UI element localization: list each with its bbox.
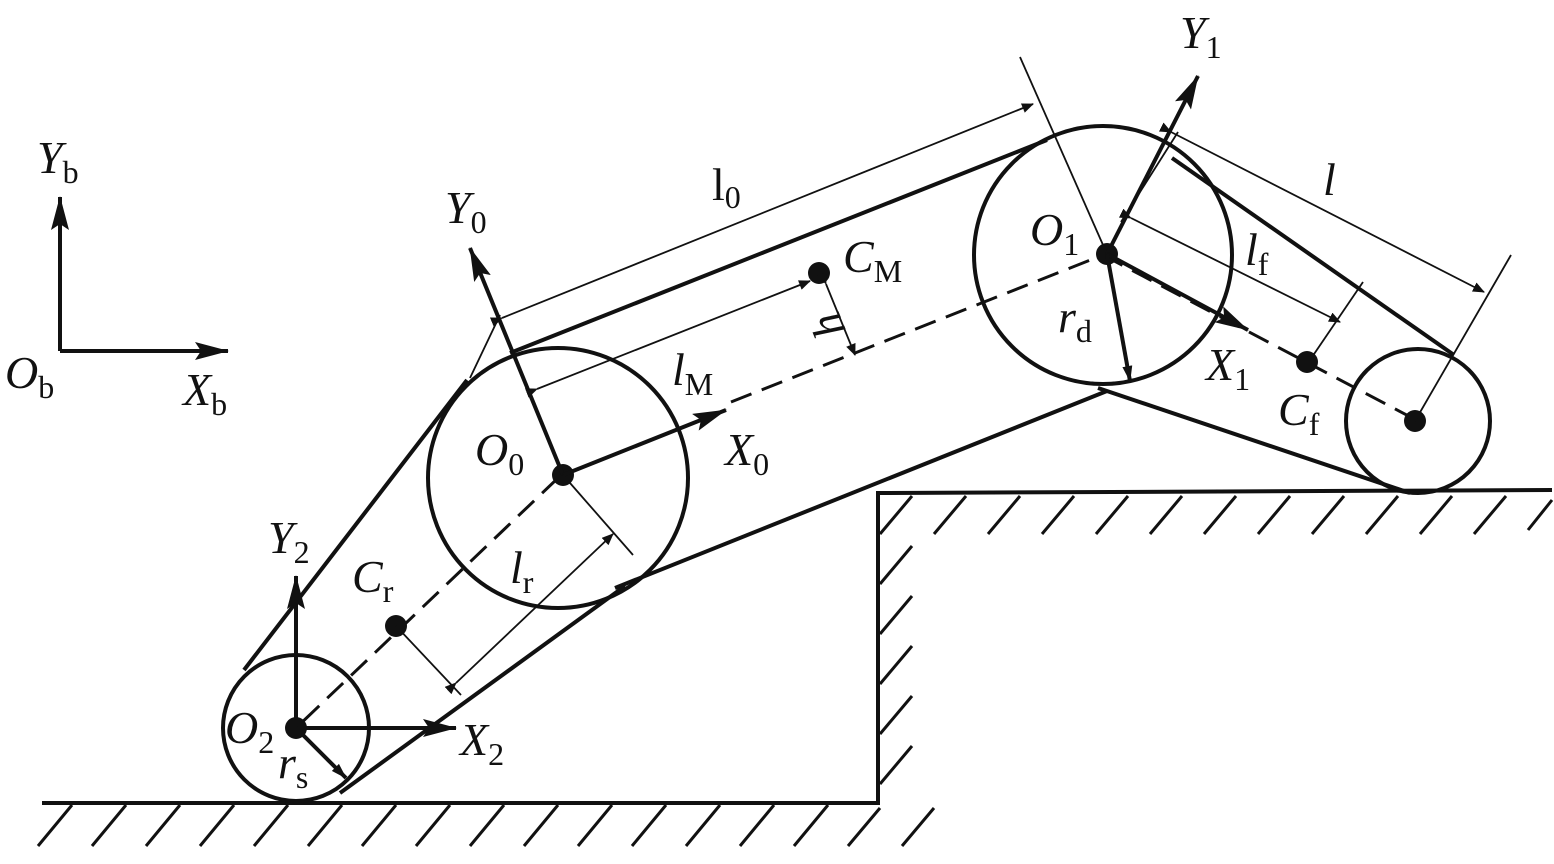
label-lM: lM [672, 344, 713, 402]
label-o1: O1 [1030, 204, 1079, 262]
label-x2: X2 [458, 714, 504, 772]
label-lf: lf [1245, 224, 1269, 282]
rear-track-top [242, 378, 469, 672]
label-h: h [800, 306, 856, 346]
radius-arrows [294, 253, 1133, 780]
label-y0: Y0 [445, 182, 487, 240]
lr-dimension [444, 533, 614, 695]
label-y1: Y1 [1180, 7, 1222, 65]
ground-step [36, 488, 1554, 847]
front-flipper-wheel [1344, 347, 1492, 495]
label-ob: Ob [5, 347, 54, 405]
label-x0: X0 [723, 424, 769, 482]
label-o0: O0 [475, 424, 524, 482]
front-track-bottom [1097, 386, 1411, 495]
label-o2: O2 [225, 702, 274, 760]
ground-hatching [36, 495, 1554, 847]
rs-arrow [294, 726, 348, 780]
label-cr: Cr [352, 551, 394, 609]
label-xb: Xb [181, 364, 227, 422]
frame2-axes [287, 575, 457, 737]
label-lr: lr [510, 542, 534, 600]
frame0-axes [468, 247, 727, 477]
label-rd: rd [1058, 291, 1092, 349]
rd-arrow [1105, 253, 1133, 382]
label-y2: Y2 [268, 512, 310, 570]
label-yb: Yb [37, 132, 79, 190]
label-x1: X1 [1204, 339, 1250, 397]
main-track-top [509, 138, 1048, 355]
label-cm: CM [843, 231, 902, 289]
label-cf: Cf [1278, 384, 1320, 442]
h-dimension [817, 271, 856, 356]
lf-dimension [1118, 208, 1341, 323]
cm-mass-center-dot [808, 262, 830, 284]
label-l0: l0 [712, 159, 741, 215]
label-l: l [1323, 154, 1336, 205]
lM-dimension [524, 280, 811, 398]
dimension-arrows [444, 103, 1485, 695]
extension-lines [395, 56, 1512, 696]
l0-dimension [489, 103, 1034, 327]
main-track-bottom [614, 389, 1108, 590]
wheels [221, 124, 1492, 803]
labels: Yb Ob Xb Y0 O0 X0 Y1 O1 X1 Y2 [5, 7, 1336, 795]
label-rs: rs [278, 737, 308, 795]
base-frame-axes [51, 196, 229, 360]
front-track-top [1170, 156, 1456, 357]
